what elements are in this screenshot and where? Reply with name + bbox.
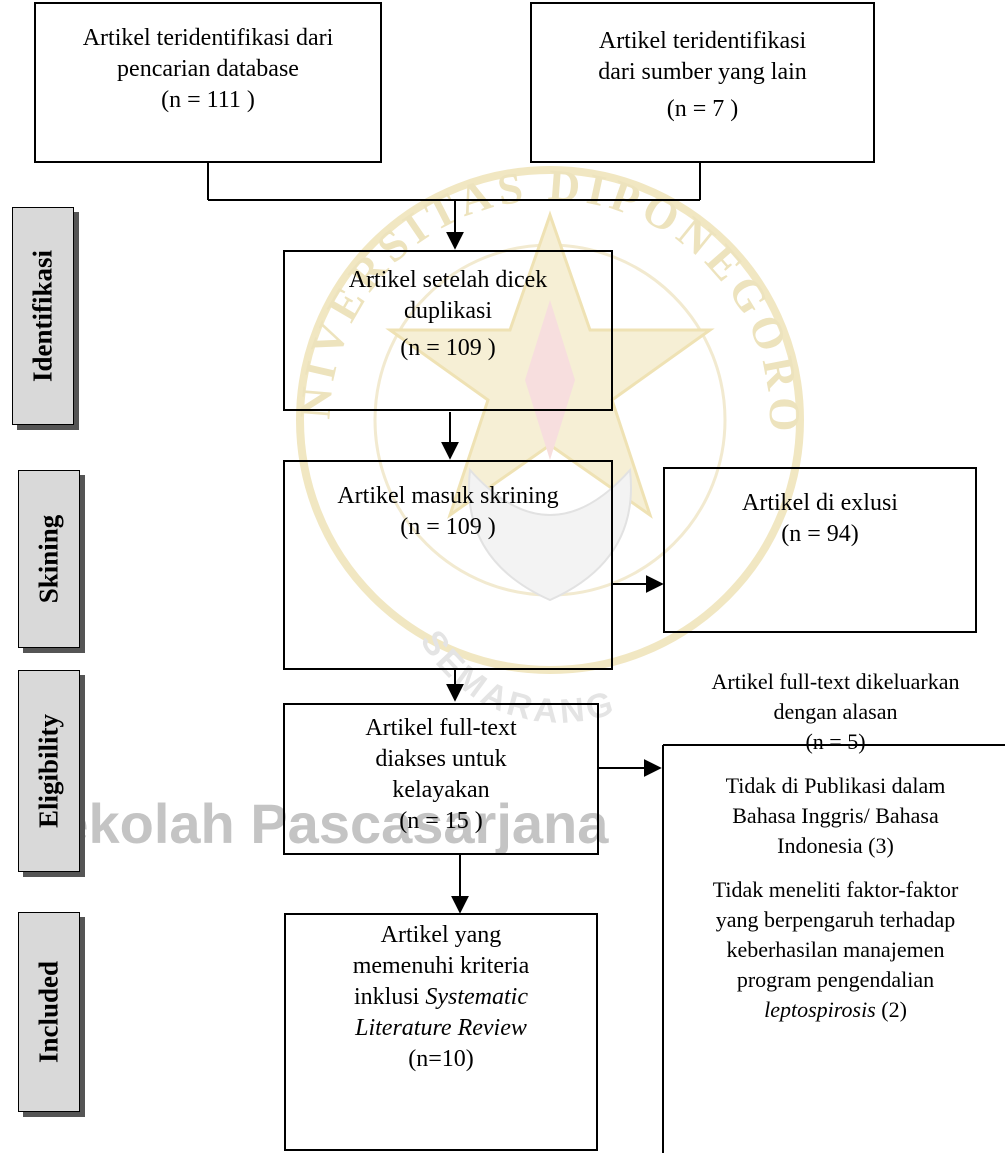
reason-1-line-2: Bahasa Inggris/ Bahasa bbox=[732, 803, 939, 828]
box-after-dedup: Artikel setelah dicek duplikasi (n = 109… bbox=[283, 250, 613, 411]
stage-label-eligibility: Eligibility bbox=[18, 670, 80, 872]
reason-2-line-4: program pengendalian bbox=[736, 967, 935, 992]
reason-2-line-3: keberhasilan manajemen bbox=[726, 937, 945, 962]
reason-2-line-5: leptospirosis (2) bbox=[764, 997, 907, 1022]
stage-label-included: Included bbox=[18, 912, 80, 1112]
box-excluded: Artikel di exlusi (n = 94) bbox=[663, 467, 977, 633]
reason-2-line-2: yang berpengaruh terhadap bbox=[715, 907, 956, 932]
reasons-heading-1: Artikel full-text dikeluarkan bbox=[711, 669, 960, 694]
stage-label-skrining: Skining bbox=[18, 470, 80, 648]
box-other-sources: Artikel teridentifikasi dari sumber yang… bbox=[530, 2, 875, 163]
reasons-count: (n = 5) bbox=[805, 729, 866, 754]
box-fulltext-assessed: Artikel full-text diakses untuk kelayaka… bbox=[283, 703, 599, 855]
reasons-heading-2: dengan alasan bbox=[773, 699, 898, 724]
stage-label-identifikasi: Identifikasi bbox=[12, 207, 74, 425]
exclusion-reasons-panel: Artikel full-text dikeluarkan dengan ala… bbox=[666, 667, 1005, 1025]
box-database-search: Artikel teridentifikasi dari pencarian d… bbox=[34, 2, 382, 163]
reason-1-line-3: Indonesia (3) bbox=[777, 833, 894, 858]
box-included: Artikel yang memenuhi kriteria inklusi S… bbox=[284, 913, 598, 1151]
reason-1-line-1: Tidak di Publikasi dalam bbox=[725, 773, 946, 798]
reason-2-line-1: Tidak meneliti faktor-faktor bbox=[712, 877, 959, 902]
box-screening: Artikel masuk skrining (n = 109 ) bbox=[283, 460, 613, 670]
